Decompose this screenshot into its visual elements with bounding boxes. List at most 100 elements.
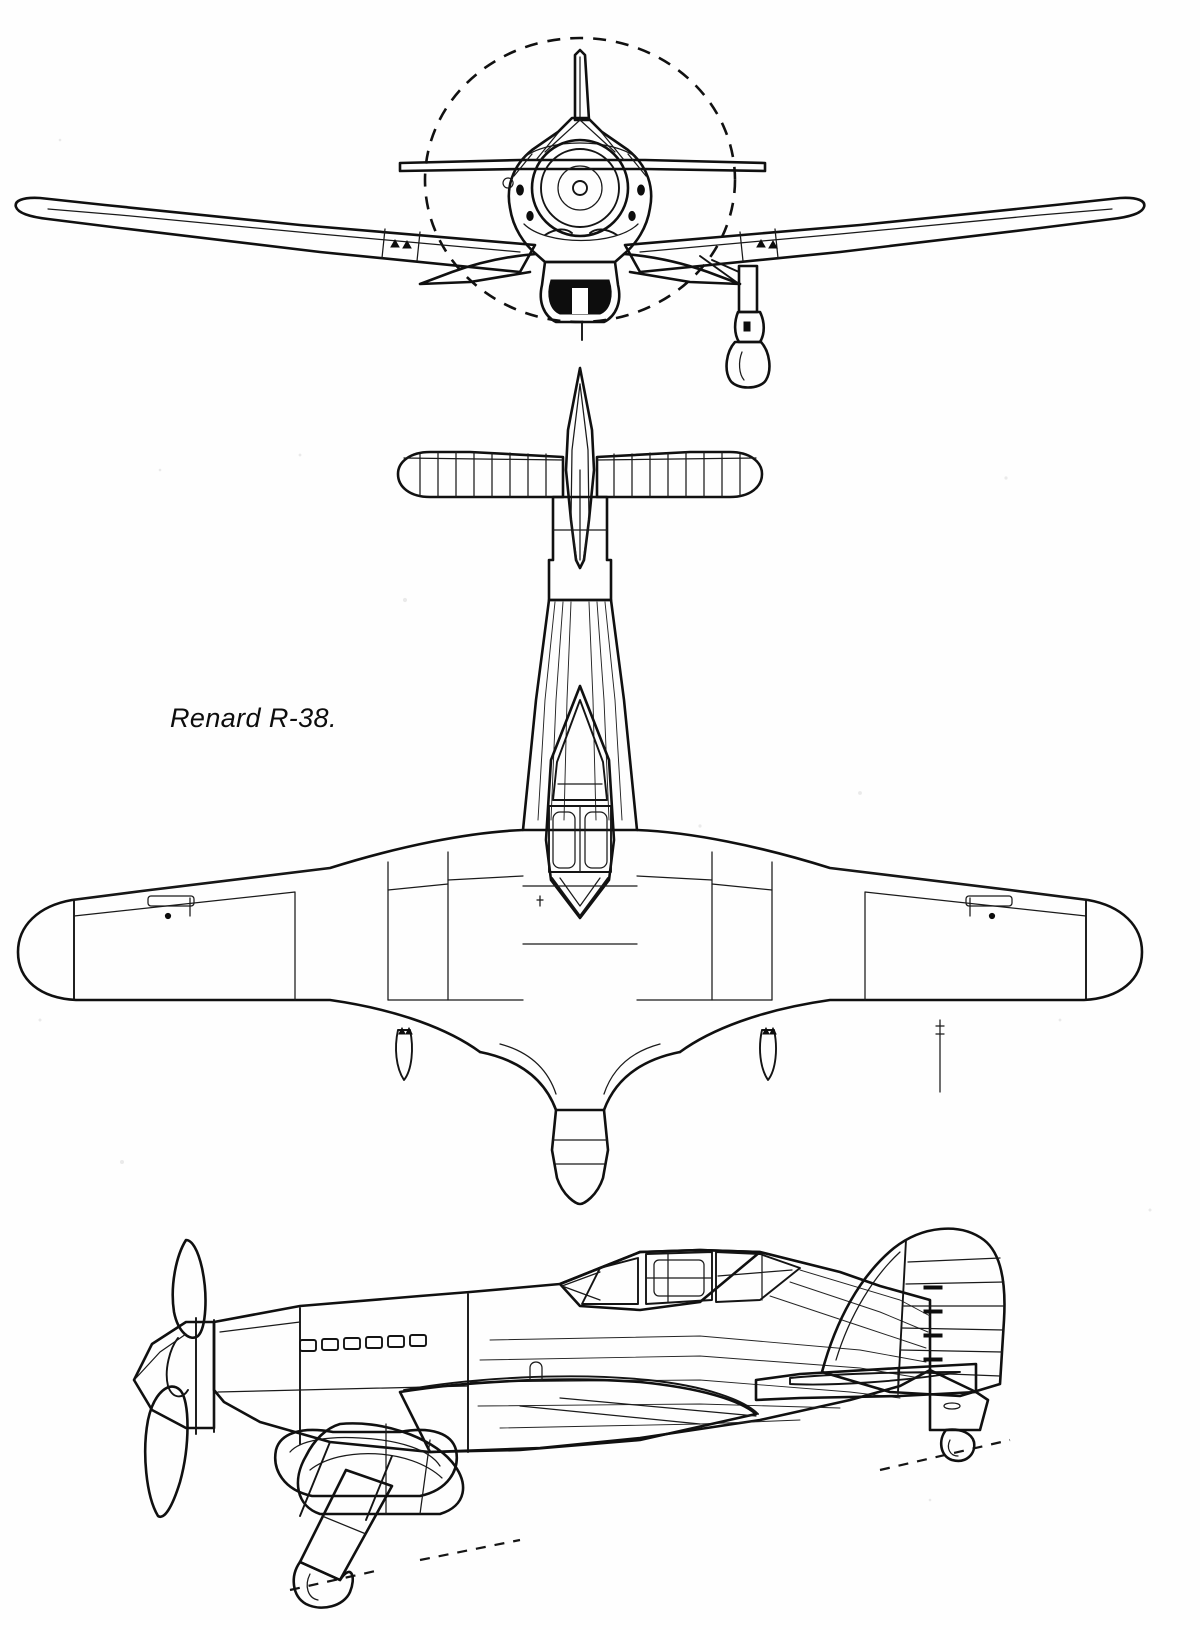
- plan-wing-left-leading-edge: [71, 867, 331, 901]
- plan-gear-fairing-right-detail: [762, 1026, 777, 1035]
- side-gear-wheel-cover: [296, 1422, 465, 1516]
- side-canopy-windscreen: [581, 1257, 639, 1305]
- front-main-landing-gear: [699, 255, 771, 389]
- plan-vertical-fin: [564, 366, 596, 570]
- side-access-hatch: [529, 1361, 543, 1381]
- plan-fillet-inner-right: [603, 1043, 661, 1095]
- side-exhaust-stubs: [299, 1334, 427, 1352]
- side-propeller-blade-mid: [165, 1337, 189, 1398]
- front-horizontal-stabilizer: [398, 158, 767, 173]
- side-fuselage-stringers: [469, 1269, 931, 1429]
- side-gear-wheel-hub: [306, 1573, 319, 1601]
- drawing-caption: Renard R-38.: [170, 703, 337, 733]
- plan-canopy-nose-vee: [551, 877, 609, 917]
- front-gear-strut-brace: [699, 255, 740, 285]
- side-propeller-blade-lower: [143, 1385, 189, 1519]
- side-fin: [820, 1227, 1006, 1398]
- side-tailwheel-hub: [947, 1439, 959, 1457]
- front-view: [14, 36, 1146, 389]
- side-gear-leg-seam: [321, 1515, 367, 1535]
- side-wing-upper-surface: [403, 1375, 759, 1415]
- plan-wing-root-panel-right: [636, 875, 773, 891]
- plan-canopy-panels: [552, 783, 608, 873]
- side-gear-strut-front: [299, 1441, 393, 1521]
- plan-elevator-ribs-left: [419, 451, 547, 498]
- side-rudder-ribs: [898, 1257, 1005, 1377]
- plan-centre-panel-lines: [522, 885, 638, 945]
- plan-aileron-left: [73, 891, 296, 1001]
- plan-gear-fairing-left: [395, 1029, 413, 1081]
- plan-tail-cone-rings: [552, 1139, 608, 1165]
- plan-wing-right-spar: [711, 851, 773, 1001]
- front-wing-panel-lines-right: [739, 228, 779, 262]
- plan-canopy-frame-front: [552, 699, 608, 801]
- plan-elevator-hinge-left: [403, 457, 564, 461]
- front-gear-wheel-hub: [738, 351, 745, 381]
- front-wing-left: [14, 196, 537, 274]
- side-main-gear-fairing: [273, 1428, 459, 1498]
- side-canopy-rear-fairing: [715, 1251, 801, 1303]
- plan-wing-right-leading-edge: [829, 867, 1089, 901]
- plan-fuselage-mid: [521, 598, 639, 832]
- side-canopy-rear-lines: [717, 1255, 793, 1301]
- plan-elevator-ribs-right: [613, 451, 741, 498]
- plan-pitot-tube: [935, 1019, 945, 1093]
- front-wing-panel-lines-left: [381, 228, 421, 262]
- side-propeller-blade-upper: [171, 1238, 207, 1339]
- plan-fuselage-access-panel: [536, 895, 544, 907]
- front-spinner-mid: [540, 148, 620, 228]
- plan-wing-fillet-right: [602, 1050, 682, 1112]
- front-fin: [573, 48, 591, 122]
- side-rudder-rib-caps: [923, 1285, 943, 1362]
- plan-canopy-nose-vee-inner: [559, 877, 601, 907]
- plan-fin-inner-left: [570, 383, 581, 563]
- front-wing-right: [623, 196, 1146, 274]
- side-wing-root: [398, 1378, 758, 1454]
- front-cowl-upper-arc: [522, 142, 638, 159]
- front-cowl-lug: [502, 177, 514, 189]
- side-stabilizer-tip: [789, 1371, 961, 1386]
- plan-stabilizer-right: [595, 450, 764, 499]
- side-ground-line: [289, 1538, 521, 1592]
- plan-gear-fairing-right: [759, 1029, 777, 1081]
- plan-gear-fairing-left-detail: [398, 1026, 413, 1035]
- front-gear-leg: [737, 264, 759, 314]
- front-gear-wheel: [725, 340, 771, 389]
- side-fin-leading-edge: [835, 1251, 901, 1361]
- plan-aileron-trim-tab-left: [147, 895, 195, 907]
- front-spinner-inner: [557, 165, 603, 211]
- side-spinner-nose: [135, 1333, 187, 1379]
- plan-fillet-inner-left: [499, 1043, 557, 1095]
- plan-wing-fillet-left: [478, 1050, 558, 1112]
- side-canopy-outline: [558, 1248, 762, 1312]
- side-cowl-lower-seam: [217, 1385, 469, 1393]
- plan-fin-inner-right: [579, 383, 590, 563]
- front-cowl-fasteners: [516, 184, 645, 222]
- plan-stabilizer-left: [396, 450, 565, 499]
- front-cowl-intake-lips: [544, 228, 618, 236]
- plan-aileron-right: [864, 891, 1087, 1001]
- side-rear-fuselage-end: [928, 1368, 990, 1432]
- plan-tail-cone: [550, 1108, 610, 1206]
- front-radiator-vane: [572, 288, 588, 314]
- side-cowl-upper-seam: [219, 1321, 301, 1333]
- plan-wing-left-marker: [164, 912, 172, 920]
- plan-wing-right-marker: [988, 912, 996, 920]
- plan-view: [16, 366, 1144, 1206]
- plan-aileron-trim-tab-right: [965, 895, 1013, 907]
- front-wing-blisters-right: [756, 238, 778, 249]
- side-gear-fairing-inner: [289, 1436, 441, 1467]
- front-radiator-bath: [539, 260, 621, 324]
- side-canopy-panes: [645, 1253, 713, 1303]
- front-wing-root-fairing-right: [622, 252, 742, 286]
- side-gear-leg: [298, 1468, 394, 1582]
- plan-wing-left: [16, 828, 525, 1054]
- front-wing-root-fairing-left: [418, 252, 538, 286]
- side-gear-wheel: [292, 1560, 354, 1609]
- side-wing-trailing: [519, 1397, 757, 1425]
- plan-fuselage-stringers: [537, 601, 623, 821]
- plan-wing-left-spar: [387, 851, 449, 1001]
- front-wing-blisters-left: [390, 238, 412, 249]
